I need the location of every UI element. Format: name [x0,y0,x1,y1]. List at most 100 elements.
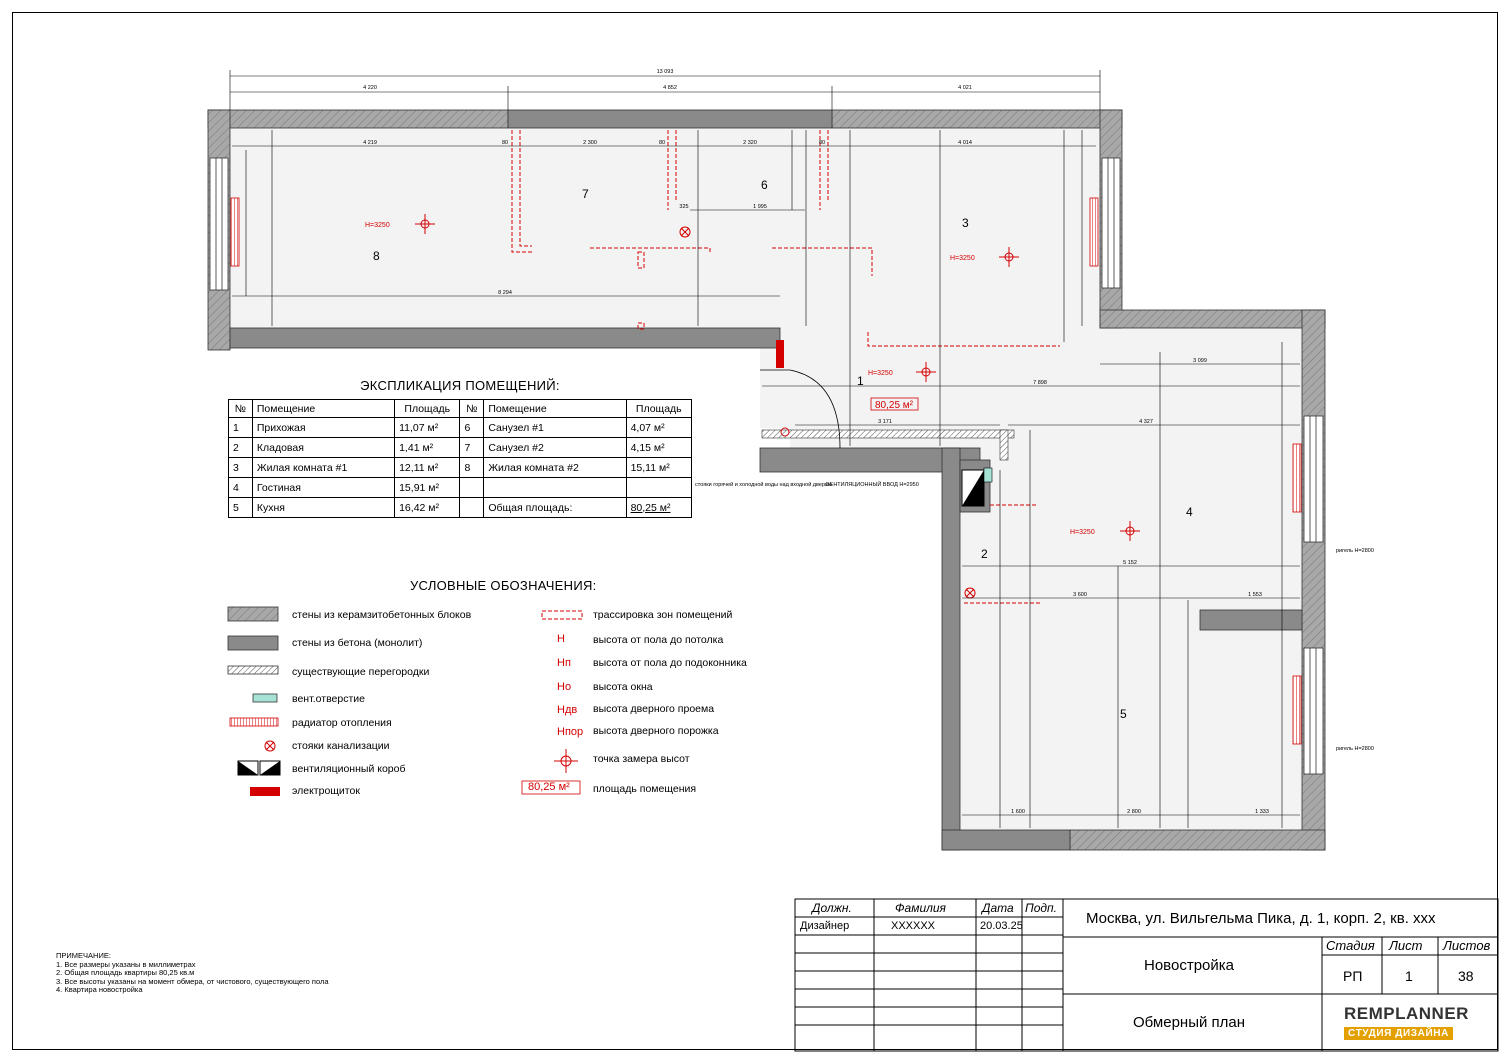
cell: 3 [228,457,253,478]
stamp-sheet: 1 [1405,968,1413,984]
dim: 80 [819,140,825,146]
legend-item: вентиляционный короб [292,763,406,775]
symbol-ho: Hо [557,681,572,693]
legend-item: стены из керамзитобетонных блоков [292,609,472,621]
cell: 4,15 м² [625,437,693,458]
room-number: 7 [582,187,589,201]
stamp-header: Фамилия [895,901,946,915]
dimension-texts: 13 093 4 220 4 852 4 021 4 219 80 2 300 … [363,69,1269,815]
height-mark: H=3250 [950,255,975,262]
note-item: 2. Общая площадь квартиры 80,25 кв.м [56,968,195,977]
room-number: 8 [373,249,380,263]
height-mark: H=3250 [365,222,390,229]
legend-item: площадь помещения [593,783,697,795]
legend-item: вент.отверстие [292,693,365,705]
col-header: № [459,399,485,418]
cell: 5 [228,497,253,518]
windows [209,157,1324,775]
room-number: 2 [981,547,988,561]
dim: 7 898 [1033,380,1047,386]
zone-tracing [511,130,1060,604]
area-value: 80,25 м² [875,400,914,411]
room-number: 5 [1120,707,1127,721]
dim-total: 13 093 [657,69,674,75]
cell [483,477,627,498]
legend-title: УСЛОВНЫЕ ОБОЗНАЧЕНИЯ: [410,578,597,593]
remplanner-logo: REMPLANNER СТУДИЯ ДИЗАЙНА [1344,1005,1484,1041]
cell: Жилая комната #1 [251,457,396,478]
dim: 5 152 [1123,560,1137,566]
stamp-object: Новостройка [1144,957,1234,974]
col-header: Помещение [251,399,396,418]
legend-item: точка замера высот [593,753,690,765]
cell: 16,42 м² [394,497,461,518]
height-mark: H=3250 [1070,529,1095,536]
legend-item: существующие перегородки [292,666,430,678]
col-header: Площадь [394,399,461,418]
note-item: 3. Все высоты указаны на момент обмера, … [56,976,329,986]
symbol-h: H [557,633,565,645]
dim: 1 333 [1255,809,1269,815]
legend-item: высота дверного проема [593,703,715,715]
cell [459,477,485,498]
note-item: 1. Все размеры указаны в миллиметрах [56,959,196,969]
legend-item: высота окна [593,681,653,693]
notes: ПРИМЕЧАНИЕ: 1. Все размеры указаны в мил… [56,951,329,995]
dim-seg-1: 4 220 [363,85,377,91]
explication-table: № Помещение Площадь № Помещение Площадь … [228,399,693,518]
dim: 80 [502,140,508,146]
table-header-row: № Помещение Площадь № Помещение Площадь [228,399,693,418]
vent-shaft [961,467,993,507]
stamp-header: Дата [982,901,1014,915]
total-area-cell: 80,25 м² [625,497,693,518]
radiators [230,197,1302,745]
col-header: Помещение [483,399,627,418]
legend-item: стены из бетона (монолит) [292,637,423,649]
stamp-date: 20.03.25 [980,920,1023,932]
height-points [415,214,1140,541]
symbol-hpor: Hпор [557,726,584,738]
dim: 3 600 [1073,592,1087,598]
legend-item: электрощиток [292,785,360,797]
logo-top: REMPLANNER [1344,1004,1469,1023]
dim: 1 995 [753,204,767,210]
legend-item: высота от пола до подоконника [593,657,747,669]
dim: 4 219 [363,140,377,146]
dim-seg-2: 4 852 [663,85,677,91]
cell: Санузел #2 [483,437,627,458]
cell: Кладовая [251,437,396,458]
dim: 2 300 [583,140,597,146]
dim: 4 327 [1139,419,1153,425]
cell: 1 [228,417,253,438]
cell: 11,07 м² [394,417,461,438]
area-label: 80,25 м² [870,397,919,411]
stamp-stage-header: Стадия [1326,938,1375,953]
symbol-hdv: Hдв [557,704,578,716]
stamp-sheet-header: Лист [1389,938,1423,953]
stamp-stage: РП [1343,968,1363,984]
note-item: 4. Квартира новостройка [56,985,143,994]
dim: 2 800 [1127,809,1141,815]
cell: 15,91 м² [394,477,461,498]
dim: 3 171 [878,419,892,425]
legend-item: стояки канализации [292,740,390,752]
dim: 4 014 [958,140,972,146]
concrete-walls [229,109,1303,851]
cell: 4,07 м² [625,417,693,438]
dim: 2 320 [743,140,757,146]
dimension-lines [229,70,1300,828]
dim-seg-3: 4 021 [958,85,972,91]
cell: 2 [228,437,253,458]
cell: 6 [459,417,485,438]
col-header: № [228,399,253,418]
cell: Кухня [251,497,396,518]
riser-note: стояки горячей и холодной воды над входн… [695,481,832,488]
explication: ЭКСПЛИКАЦИЯ ПОМЕЩЕНИЙ: № Помещение Площа… [228,378,693,518]
vent-note: ВЕНТИЛЯЦИОННЫЙ ВВОД H=2950 [826,480,919,488]
room-number: 1 [857,374,864,388]
stamp-surname: XXXXXX [891,920,936,932]
legend-item: высота от пола до потолка [593,634,724,646]
